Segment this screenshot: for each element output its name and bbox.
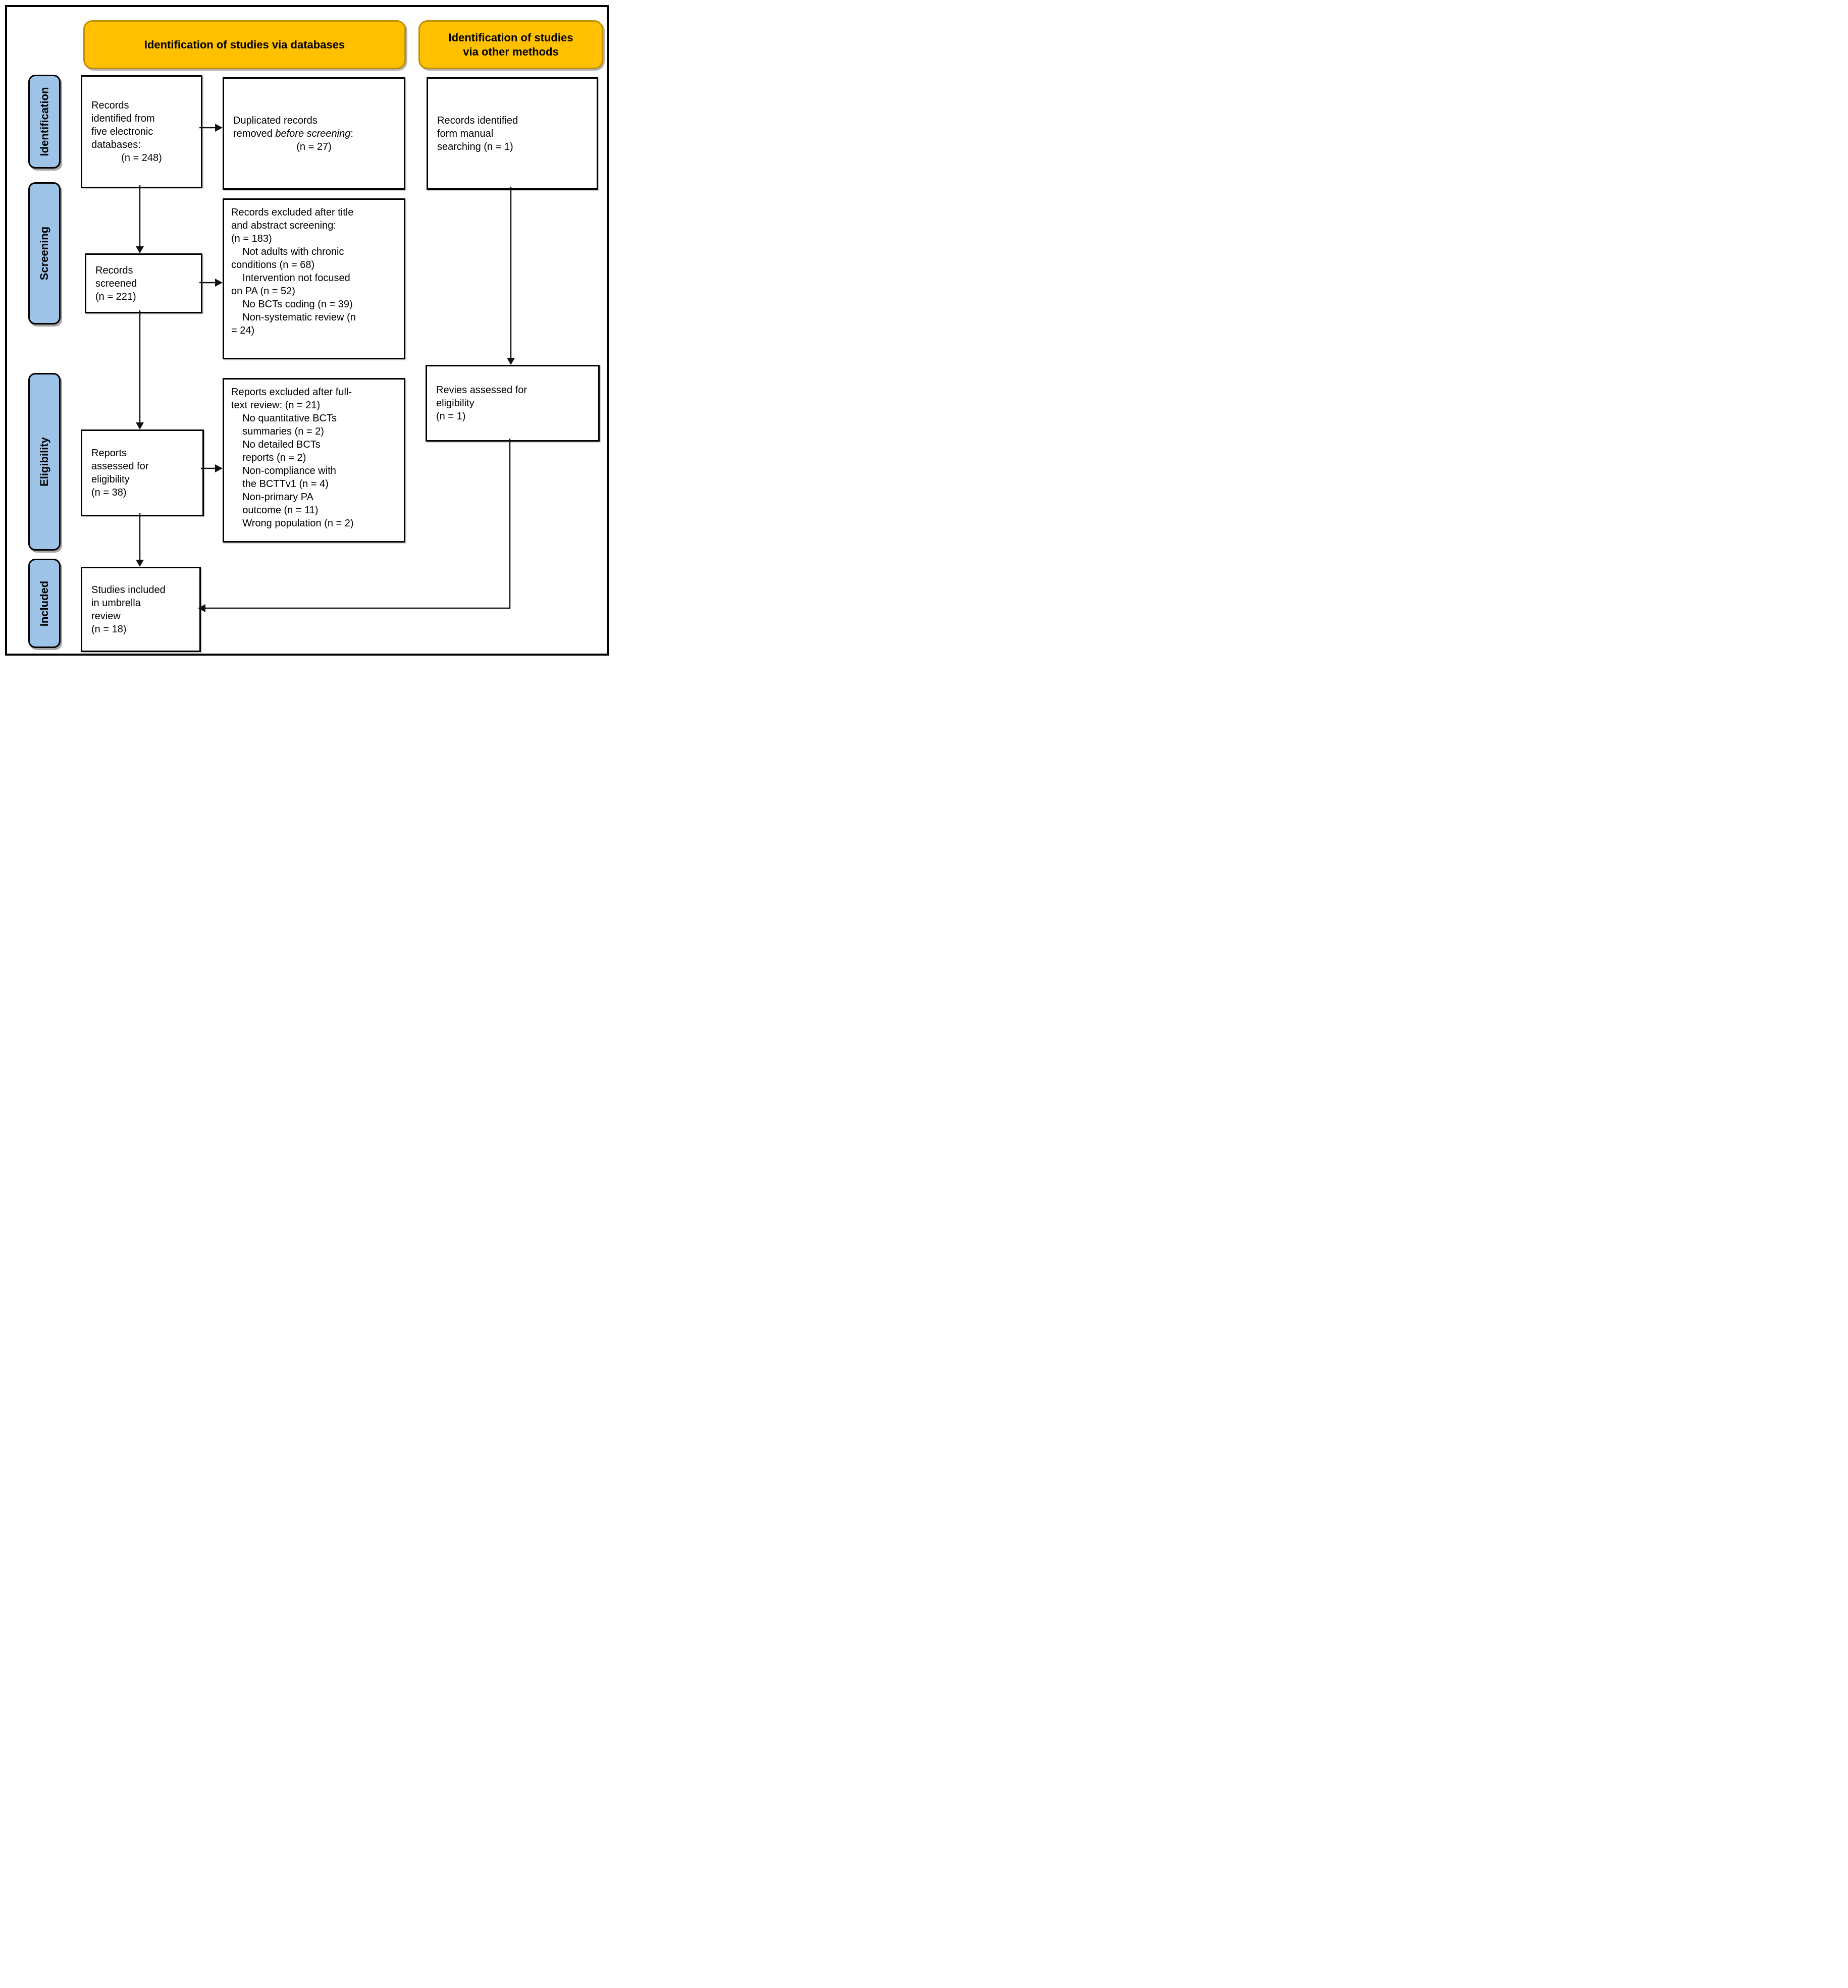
- header-other-methods: Identification of studies via other meth…: [418, 20, 603, 69]
- box-reviews-assessed: Revies assessed for eligibility (n = 1): [426, 365, 600, 442]
- box-studies-included: Studies included in umbrella review (n =…: [81, 567, 201, 652]
- box-reports-excluded-text: Reports excluded after full- text review…: [231, 387, 354, 529]
- stage-identification-label: Identification: [38, 87, 51, 156]
- box-duplicates-removed-text: Duplicated records removed before screen…: [224, 114, 404, 140]
- box-reports-assessed-text: Reports assessed for eligibility (n = 38…: [91, 448, 149, 498]
- stage-eligibility: Eligibility: [28, 373, 61, 551]
- box-reports-assessed: Reports assessed for eligibility (n = 38…: [81, 429, 204, 516]
- header-databases: Identification of studies via databases: [83, 20, 406, 69]
- stage-included-label: Included: [38, 580, 51, 626]
- box-records-identified: Records identified from five electronic …: [81, 75, 202, 188]
- box-records-screened-text: Records screened (n = 221): [95, 264, 137, 302]
- stage-screening: Screening: [28, 182, 61, 325]
- stage-included: Included: [28, 559, 61, 648]
- box-records-excluded-text: Records excluded after title and abstrac…: [231, 207, 356, 336]
- box-records-excluded: Records excluded after title and abstrac…: [223, 198, 405, 359]
- box-records-identified-count: (n = 248): [121, 152, 162, 164]
- box-manual-search-text: Records identified form manual searching…: [437, 115, 518, 152]
- stage-screening-label: Screening: [38, 226, 50, 281]
- box-manual-search: Records identified form manual searching…: [427, 77, 598, 190]
- stage-eligibility-label: Eligibility: [38, 437, 51, 487]
- duplicates-removed-emphasis: before screening: [275, 128, 351, 139]
- stage-identification: Identification: [28, 75, 61, 169]
- duplicates-removed-text-after: :: [350, 128, 353, 139]
- duplicates-removed-text-before: Duplicated records removed: [233, 115, 318, 139]
- box-studies-included-text: Studies included in umbrella review (n =…: [91, 584, 166, 635]
- box-records-screened: Records screened (n = 221): [85, 253, 202, 313]
- box-duplicates-removed: Duplicated records removed before screen…: [223, 77, 405, 190]
- prisma-flow-diagram: Identification of studies via databases …: [0, 0, 616, 663]
- box-reviews-assessed-text: Revies assessed for eligibility (n = 1): [436, 385, 527, 422]
- box-records-identified-text: Records identified from five electronic …: [91, 100, 155, 150]
- box-reports-excluded: Reports excluded after full- text review…: [223, 378, 405, 543]
- box-duplicates-removed-count: (n = 27): [296, 141, 332, 152]
- outer-frame: [5, 5, 609, 656]
